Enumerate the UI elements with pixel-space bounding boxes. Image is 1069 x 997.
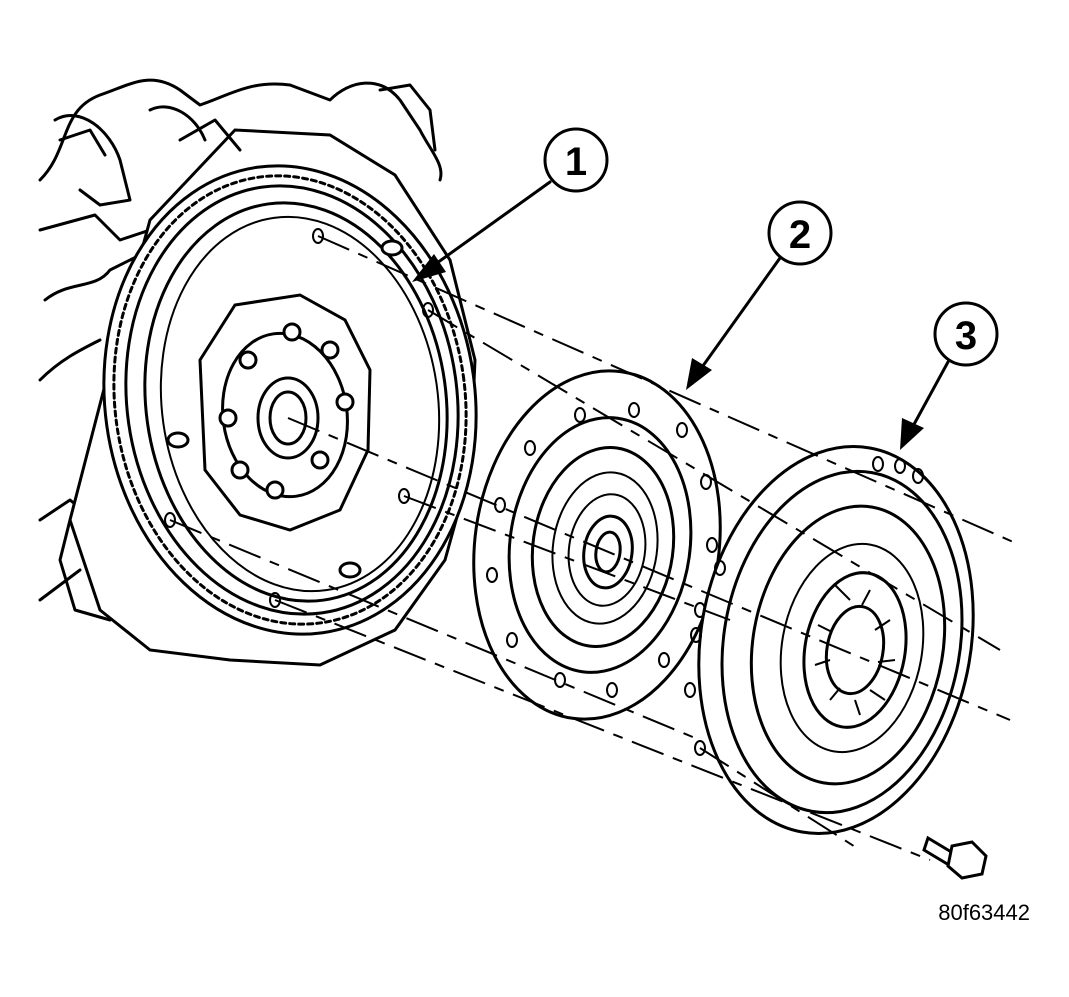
crank-bolts	[218, 322, 355, 500]
callout-1-label: 1	[565, 140, 587, 184]
alignment-lines	[169, 235, 1021, 861]
callout-1: 1	[412, 127, 609, 282]
callout-3-label: 3	[955, 314, 977, 358]
pressure-plate	[684, 445, 975, 835]
callout-3-arrowhead	[900, 418, 924, 450]
callout-2-arrowhead	[686, 358, 712, 390]
callout-2-label: 2	[789, 213, 811, 257]
flywheel	[58, 118, 478, 667]
diaphragm-fingers	[814, 584, 896, 716]
pressure-plate-bolt	[922, 835, 988, 880]
engine-block	[38, 78, 443, 602]
callout-2: 2	[686, 200, 833, 390]
callout-1-arrowhead	[412, 254, 446, 282]
callout-3: 3	[900, 301, 999, 450]
figure-id: 80f63442	[938, 900, 1030, 925]
friction-rivets	[486, 402, 718, 698]
